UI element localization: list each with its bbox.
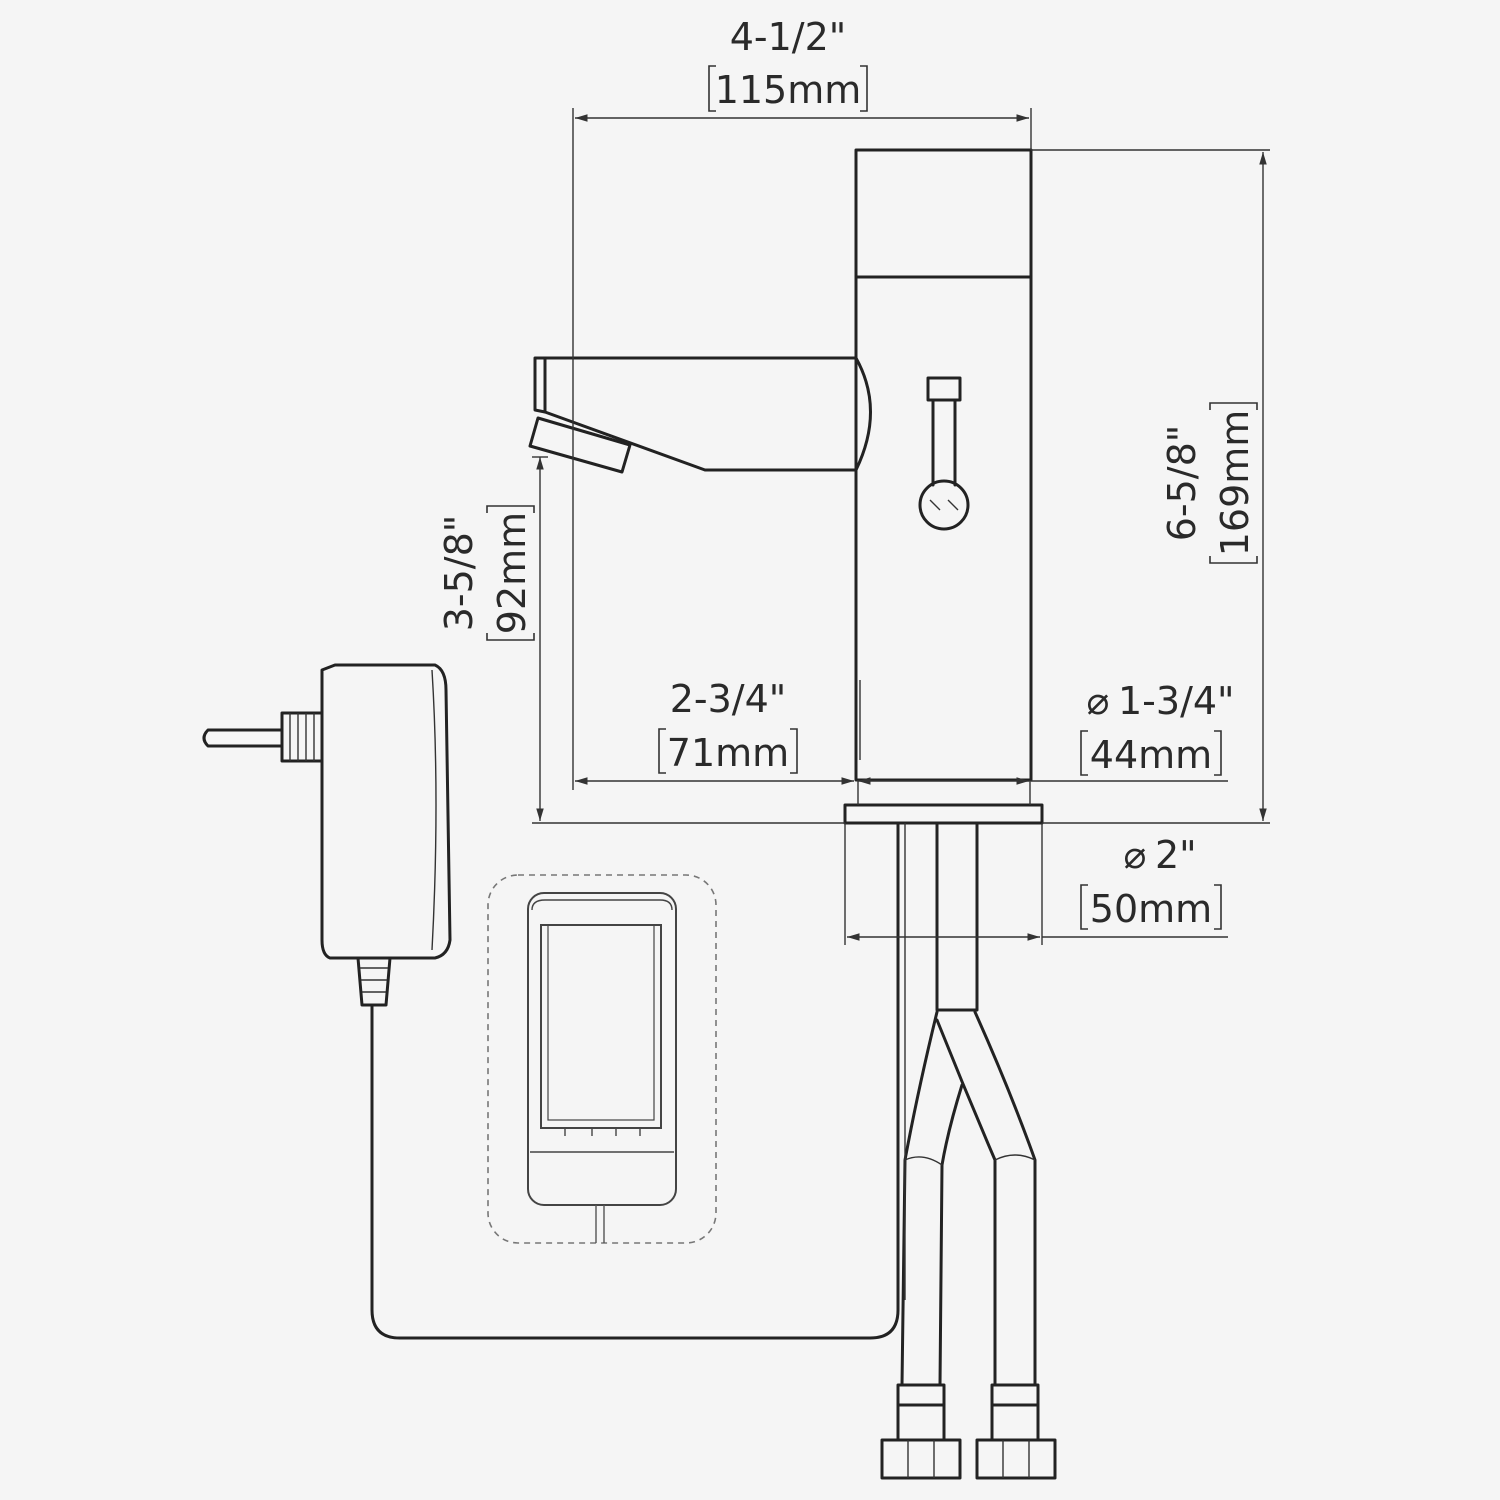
body-diameter-metric: 44mm <box>1090 733 1212 777</box>
label-spout-height: 3-5/8" 92mm <box>437 505 535 641</box>
lever-knob-mark <box>929 499 959 511</box>
overall-height-bracket <box>1209 402 1258 564</box>
faucet-base-plate <box>843 803 1044 825</box>
body-diameter-symbol: ⌀ <box>1087 679 1110 723</box>
adapter-strain-ribs <box>360 967 388 993</box>
base-neck <box>857 780 1031 805</box>
lever-stem <box>931 398 957 487</box>
body-diameter-imperial: 1-3/4" <box>1118 679 1235 723</box>
hose-left-inner <box>938 1083 964 1387</box>
base-diameter-imperial: 2" <box>1155 833 1197 877</box>
spout-height-metric: 92mm <box>490 512 534 634</box>
spout-height-bracket <box>486 505 535 641</box>
control-box-terminals <box>564 1128 641 1136</box>
control-box-window-inner <box>547 924 655 1121</box>
base-diameter-symbol: ⌀ <box>1124 833 1147 877</box>
fitting-right-collar <box>990 1383 1040 1407</box>
overall-width-imperial: 4-1/2" <box>730 15 847 59</box>
control-box-dashed-outline <box>487 874 717 1244</box>
sensor-lever <box>918 376 970 531</box>
label-overall-height: 6-5/8" 169mm <box>1160 402 1258 564</box>
control-box-window <box>540 924 662 1129</box>
adapter-plug-ribs <box>289 713 315 761</box>
overall-height-imperial: 6-5/8" <box>1160 425 1204 542</box>
adapter-edge <box>431 669 437 951</box>
overall-width-bracket <box>708 65 868 112</box>
spout-aerator <box>528 416 632 474</box>
hose-left-outer <box>900 1010 939 1387</box>
dimension-lines <box>532 108 1270 945</box>
hose-right-outer <box>973 1010 1037 1387</box>
base-diameter-bracket <box>1080 884 1222 930</box>
hose-bend-marks <box>904 1154 1036 1166</box>
supply-hoses <box>880 821 1057 1480</box>
fitting-nut-facets <box>907 1440 1030 1478</box>
control-box <box>487 874 717 1244</box>
fitting-right-nut <box>975 1438 1057 1480</box>
spout-body <box>533 356 872 472</box>
power-cable <box>370 821 906 1340</box>
label-spout-reach: 2-3/4" 71mm <box>658 677 798 775</box>
power-adapter <box>202 663 452 1007</box>
adapter-plug-base <box>280 711 324 763</box>
label-overall-width: 4-1/2" 115mm <box>708 15 868 112</box>
hose-shank <box>935 821 979 1012</box>
spout-reach-bracket <box>658 728 798 774</box>
overall-width-metric: 115mm <box>715 68 862 112</box>
adapter-strain-relief <box>356 956 392 1007</box>
lever-knob <box>918 479 970 531</box>
faucet-body <box>843 148 1044 825</box>
spout-reach-imperial: 2-3/4" <box>670 677 787 721</box>
adapter-plug-pin <box>202 728 284 748</box>
label-body-diameter: ⌀ 1-3/4" 44mm <box>1080 679 1235 777</box>
fitting-left-nut <box>880 1438 962 1480</box>
fitting-necks <box>896 1403 1040 1442</box>
label-base-diameter: ⌀ 2" 50mm <box>1080 833 1222 931</box>
base-diameter-metric: 50mm <box>1090 887 1212 931</box>
control-box-wire <box>595 1205 605 1243</box>
spout-reach-metric: 71mm <box>667 731 789 775</box>
adapter-body <box>320 663 452 960</box>
control-box-lid-line <box>531 899 673 911</box>
overall-height-metric: 169mm <box>1213 410 1257 557</box>
faucet-spout <box>528 356 872 474</box>
body-diameter-bracket <box>1080 730 1222 776</box>
faucet-top-cap <box>854 148 1033 279</box>
fitting-left-collar <box>896 1383 946 1407</box>
lever-cap <box>926 376 962 402</box>
cable-line <box>370 821 900 1340</box>
hose-right-inner <box>935 1018 997 1387</box>
control-box-body <box>527 892 677 1206</box>
spout-height-imperial: 3-5/8" <box>437 515 481 632</box>
